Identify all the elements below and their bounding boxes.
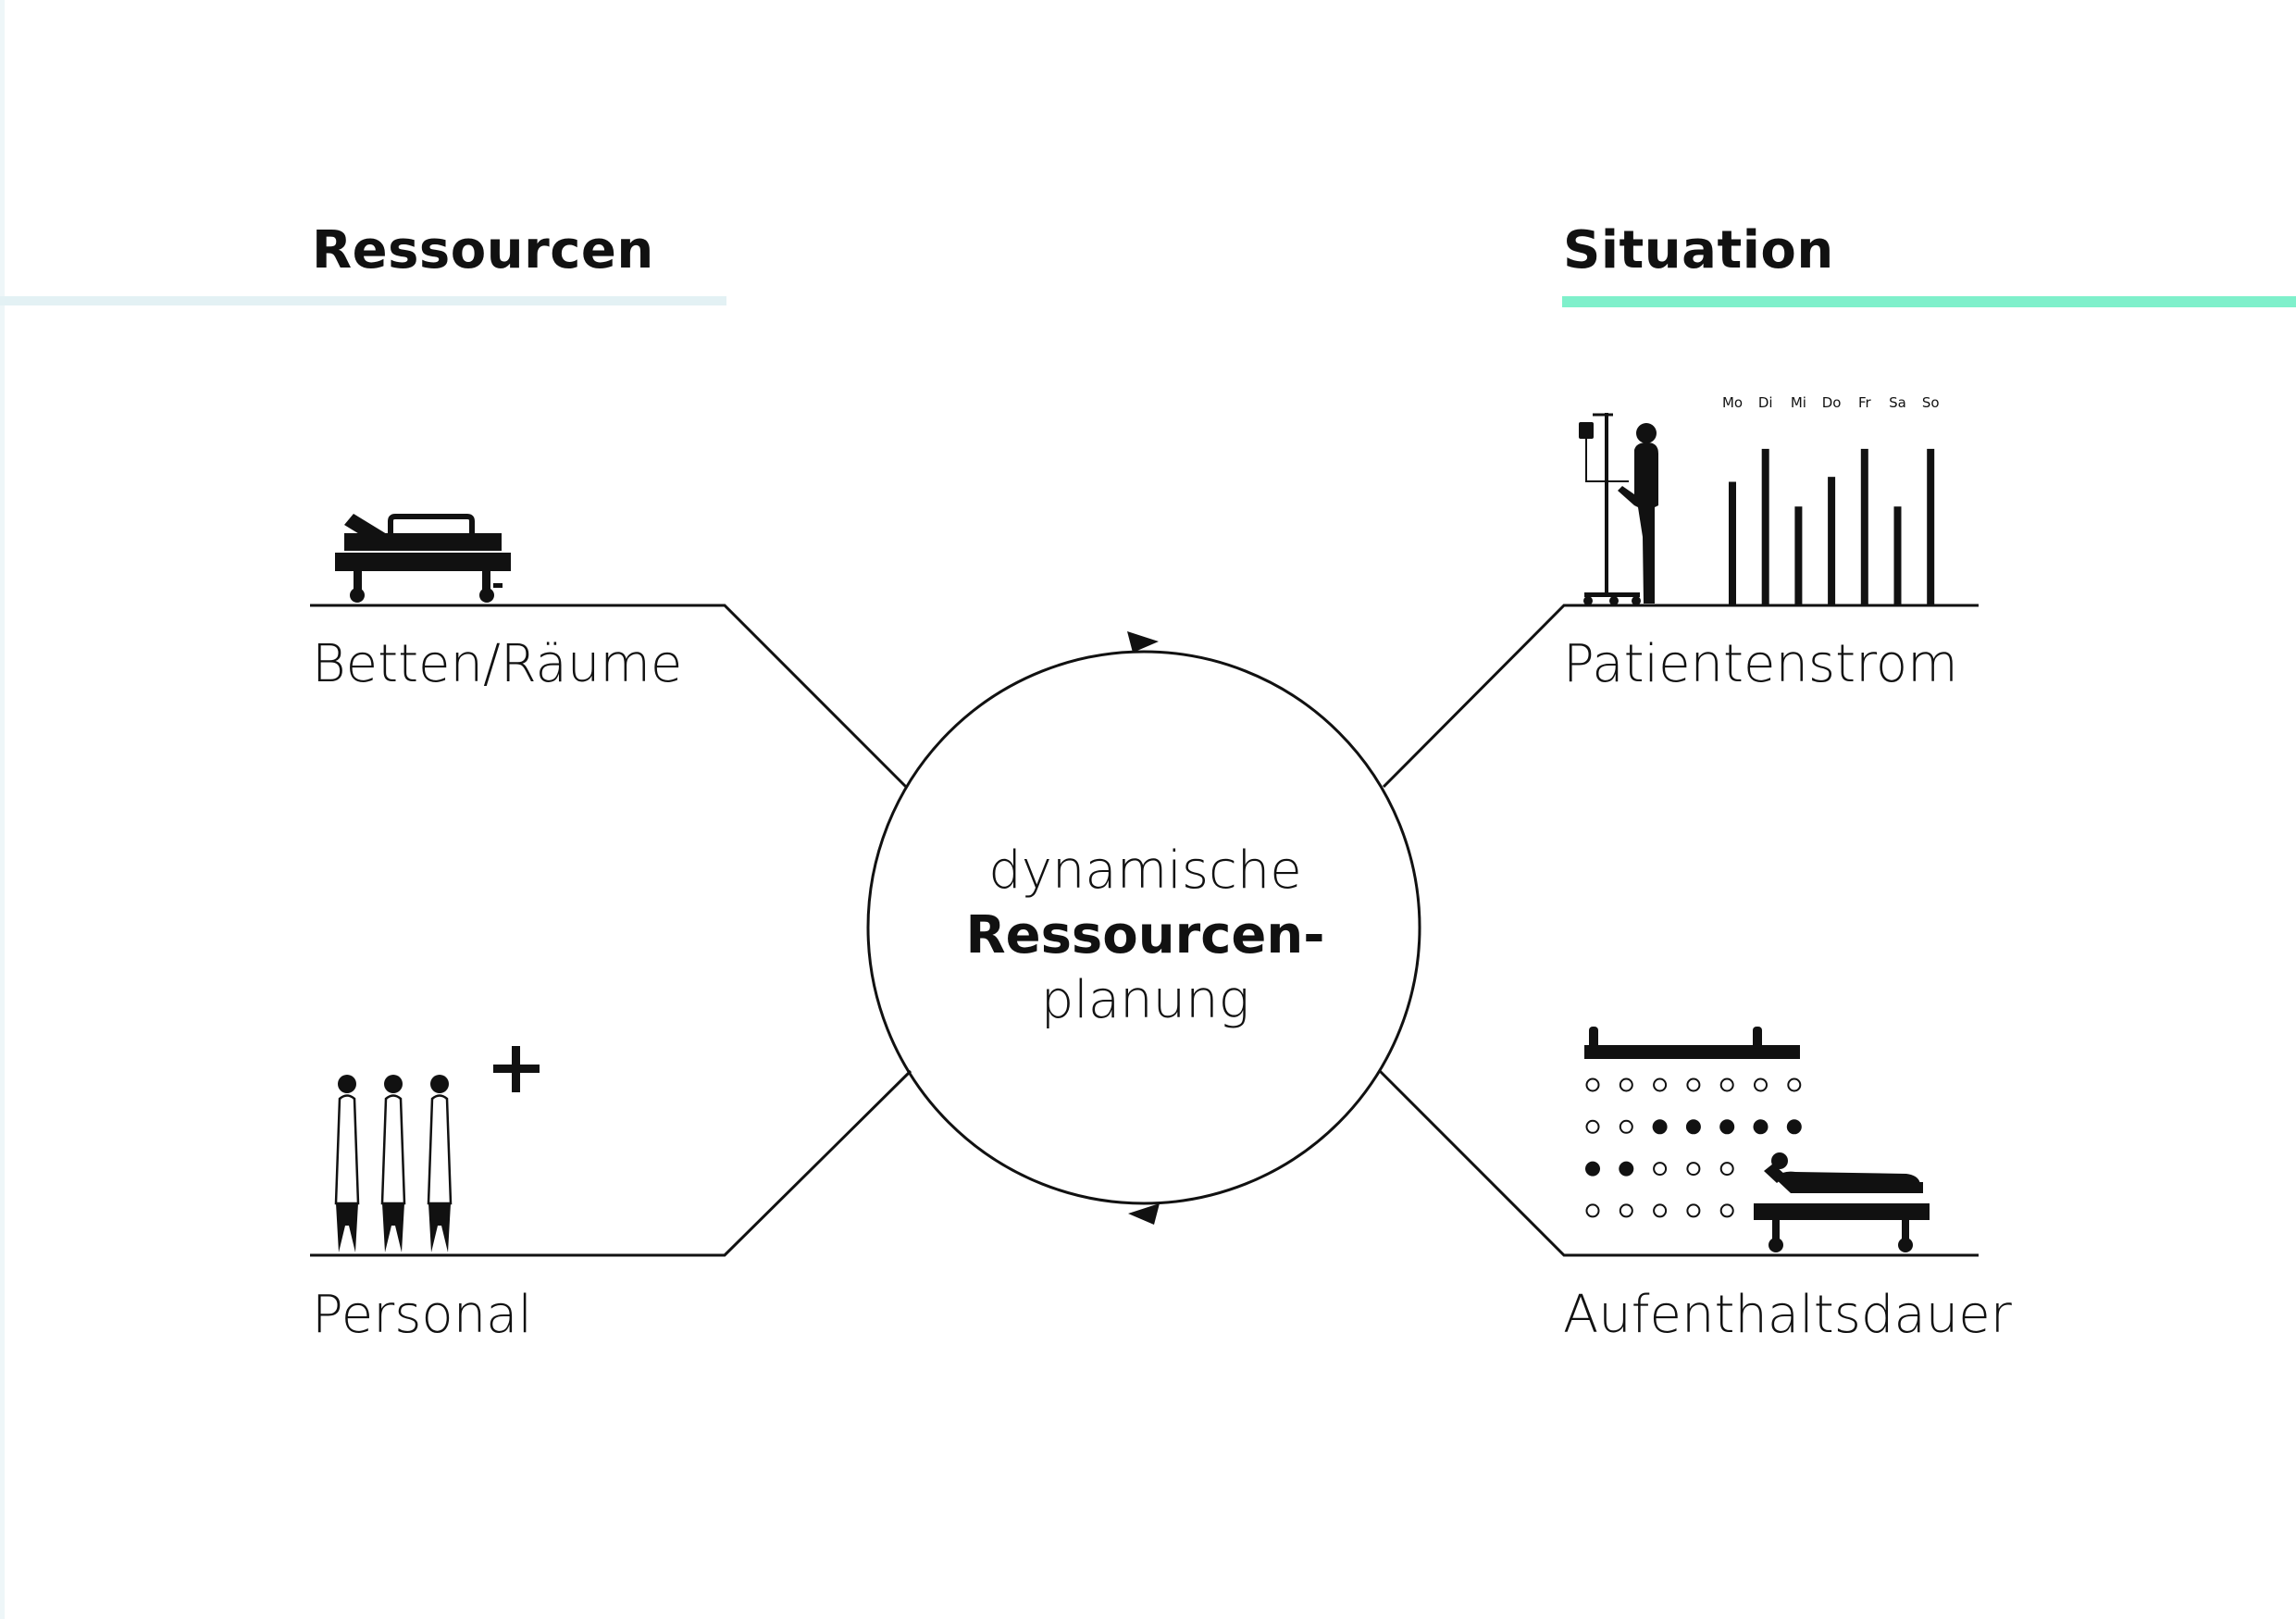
staff-figure-1	[334, 1075, 360, 1252]
center-line-2: Ressourcen-	[965, 905, 1325, 965]
stay-duration-label: Aufenthaltsdauer	[1563, 1285, 2012, 1345]
calendar-day-occupied	[1753, 1119, 1769, 1135]
beds-label: Betten/Räume	[312, 634, 683, 694]
calendar-day-free	[1754, 1077, 1768, 1092]
weekday-label-di: Di	[1758, 394, 1773, 411]
staff-figure-3	[427, 1075, 453, 1252]
calendar-day-free	[1686, 1162, 1701, 1177]
planning-cycle-circle	[866, 650, 1421, 1205]
weekday-label-do: Do	[1822, 394, 1842, 411]
calendar-day-occupied	[1585, 1161, 1600, 1177]
weekday-bar-di	[1761, 448, 1769, 605]
calendar-day-free	[1653, 1162, 1668, 1177]
weekday-bar-sa	[1893, 506, 1902, 605]
weekday-bar-mo	[1729, 481, 1736, 605]
right-heading-underline	[1562, 296, 2296, 307]
calendar-icon	[1584, 1027, 1802, 1218]
weekday-label-sa: Sa	[1889, 394, 1906, 411]
weekday-label-mi: Mi	[1791, 394, 1806, 411]
cycle-arrow-top-icon	[1127, 631, 1159, 653]
calendar-day-occupied	[1652, 1119, 1668, 1135]
beds-connector-line	[310, 604, 908, 789]
calendar-day-occupied	[1786, 1119, 1802, 1135]
patient-flow-label: Patientenstrom	[1563, 634, 1958, 694]
weekday-label-so: So	[1922, 394, 1940, 411]
left-heading-underline	[0, 296, 726, 305]
calendar-day-free	[1585, 1077, 1600, 1092]
calendar-day-free	[1787, 1077, 1802, 1092]
calendar-day-free	[1686, 1077, 1701, 1092]
calendar-day-free	[1719, 1077, 1734, 1092]
weekday-label-mo: Mo	[1722, 394, 1743, 411]
staff-connector-line	[310, 1069, 912, 1257]
medical-staff-icon	[334, 1075, 453, 1252]
calendar-day-free	[1585, 1203, 1600, 1218]
staff-figure-2	[380, 1075, 406, 1252]
weekday-label-fr: Fr	[1858, 394, 1872, 411]
weekday-bar-fr	[1860, 448, 1868, 605]
center-line-1: dynamische	[988, 841, 1302, 901]
stay-duration-connector-line	[1378, 1069, 1979, 1257]
weekday-bar-mi	[1794, 506, 1803, 605]
calendar-day-free	[1653, 1077, 1668, 1092]
calendar-day-free	[1619, 1077, 1633, 1092]
weekday-labels: Mo Di Mi Do Fr Sa So	[1722, 394, 1940, 411]
hospital-bed-icon	[335, 514, 511, 603]
calendar-day-occupied	[1619, 1161, 1634, 1177]
calendar-day-free	[1719, 1203, 1734, 1218]
weekday-bar-do	[1828, 477, 1836, 605]
calendar-day-occupied	[1719, 1119, 1735, 1135]
calendar-day-free	[1686, 1203, 1701, 1218]
page-edge-strip	[0, 0, 5, 1619]
calendar-day-free	[1619, 1203, 1633, 1218]
cycle-arrow-bottom-icon	[1128, 1203, 1160, 1225]
patient-flow-connector-line	[1382, 604, 1979, 789]
calendar-dot-grid	[1585, 1077, 1802, 1218]
resources-heading: Ressourcen	[312, 220, 654, 280]
calendar-day-occupied	[1685, 1119, 1701, 1135]
patient-stretcher-icon	[1754, 1152, 1930, 1252]
weekday-bar-so	[1927, 448, 1935, 605]
weekday-bar-chart	[1729, 448, 1935, 605]
staff-label: Personal	[312, 1285, 533, 1345]
calendar-day-free	[1585, 1119, 1600, 1134]
center-line-3: planung	[1040, 970, 1250, 1030]
calendar-day-free	[1619, 1119, 1633, 1134]
calendar-day-free	[1719, 1162, 1734, 1177]
situation-heading: Situation	[1563, 220, 1834, 280]
plus-icon	[493, 1046, 540, 1092]
calendar-day-free	[1653, 1203, 1668, 1218]
patient-iv-stand-icon	[1579, 413, 1658, 605]
